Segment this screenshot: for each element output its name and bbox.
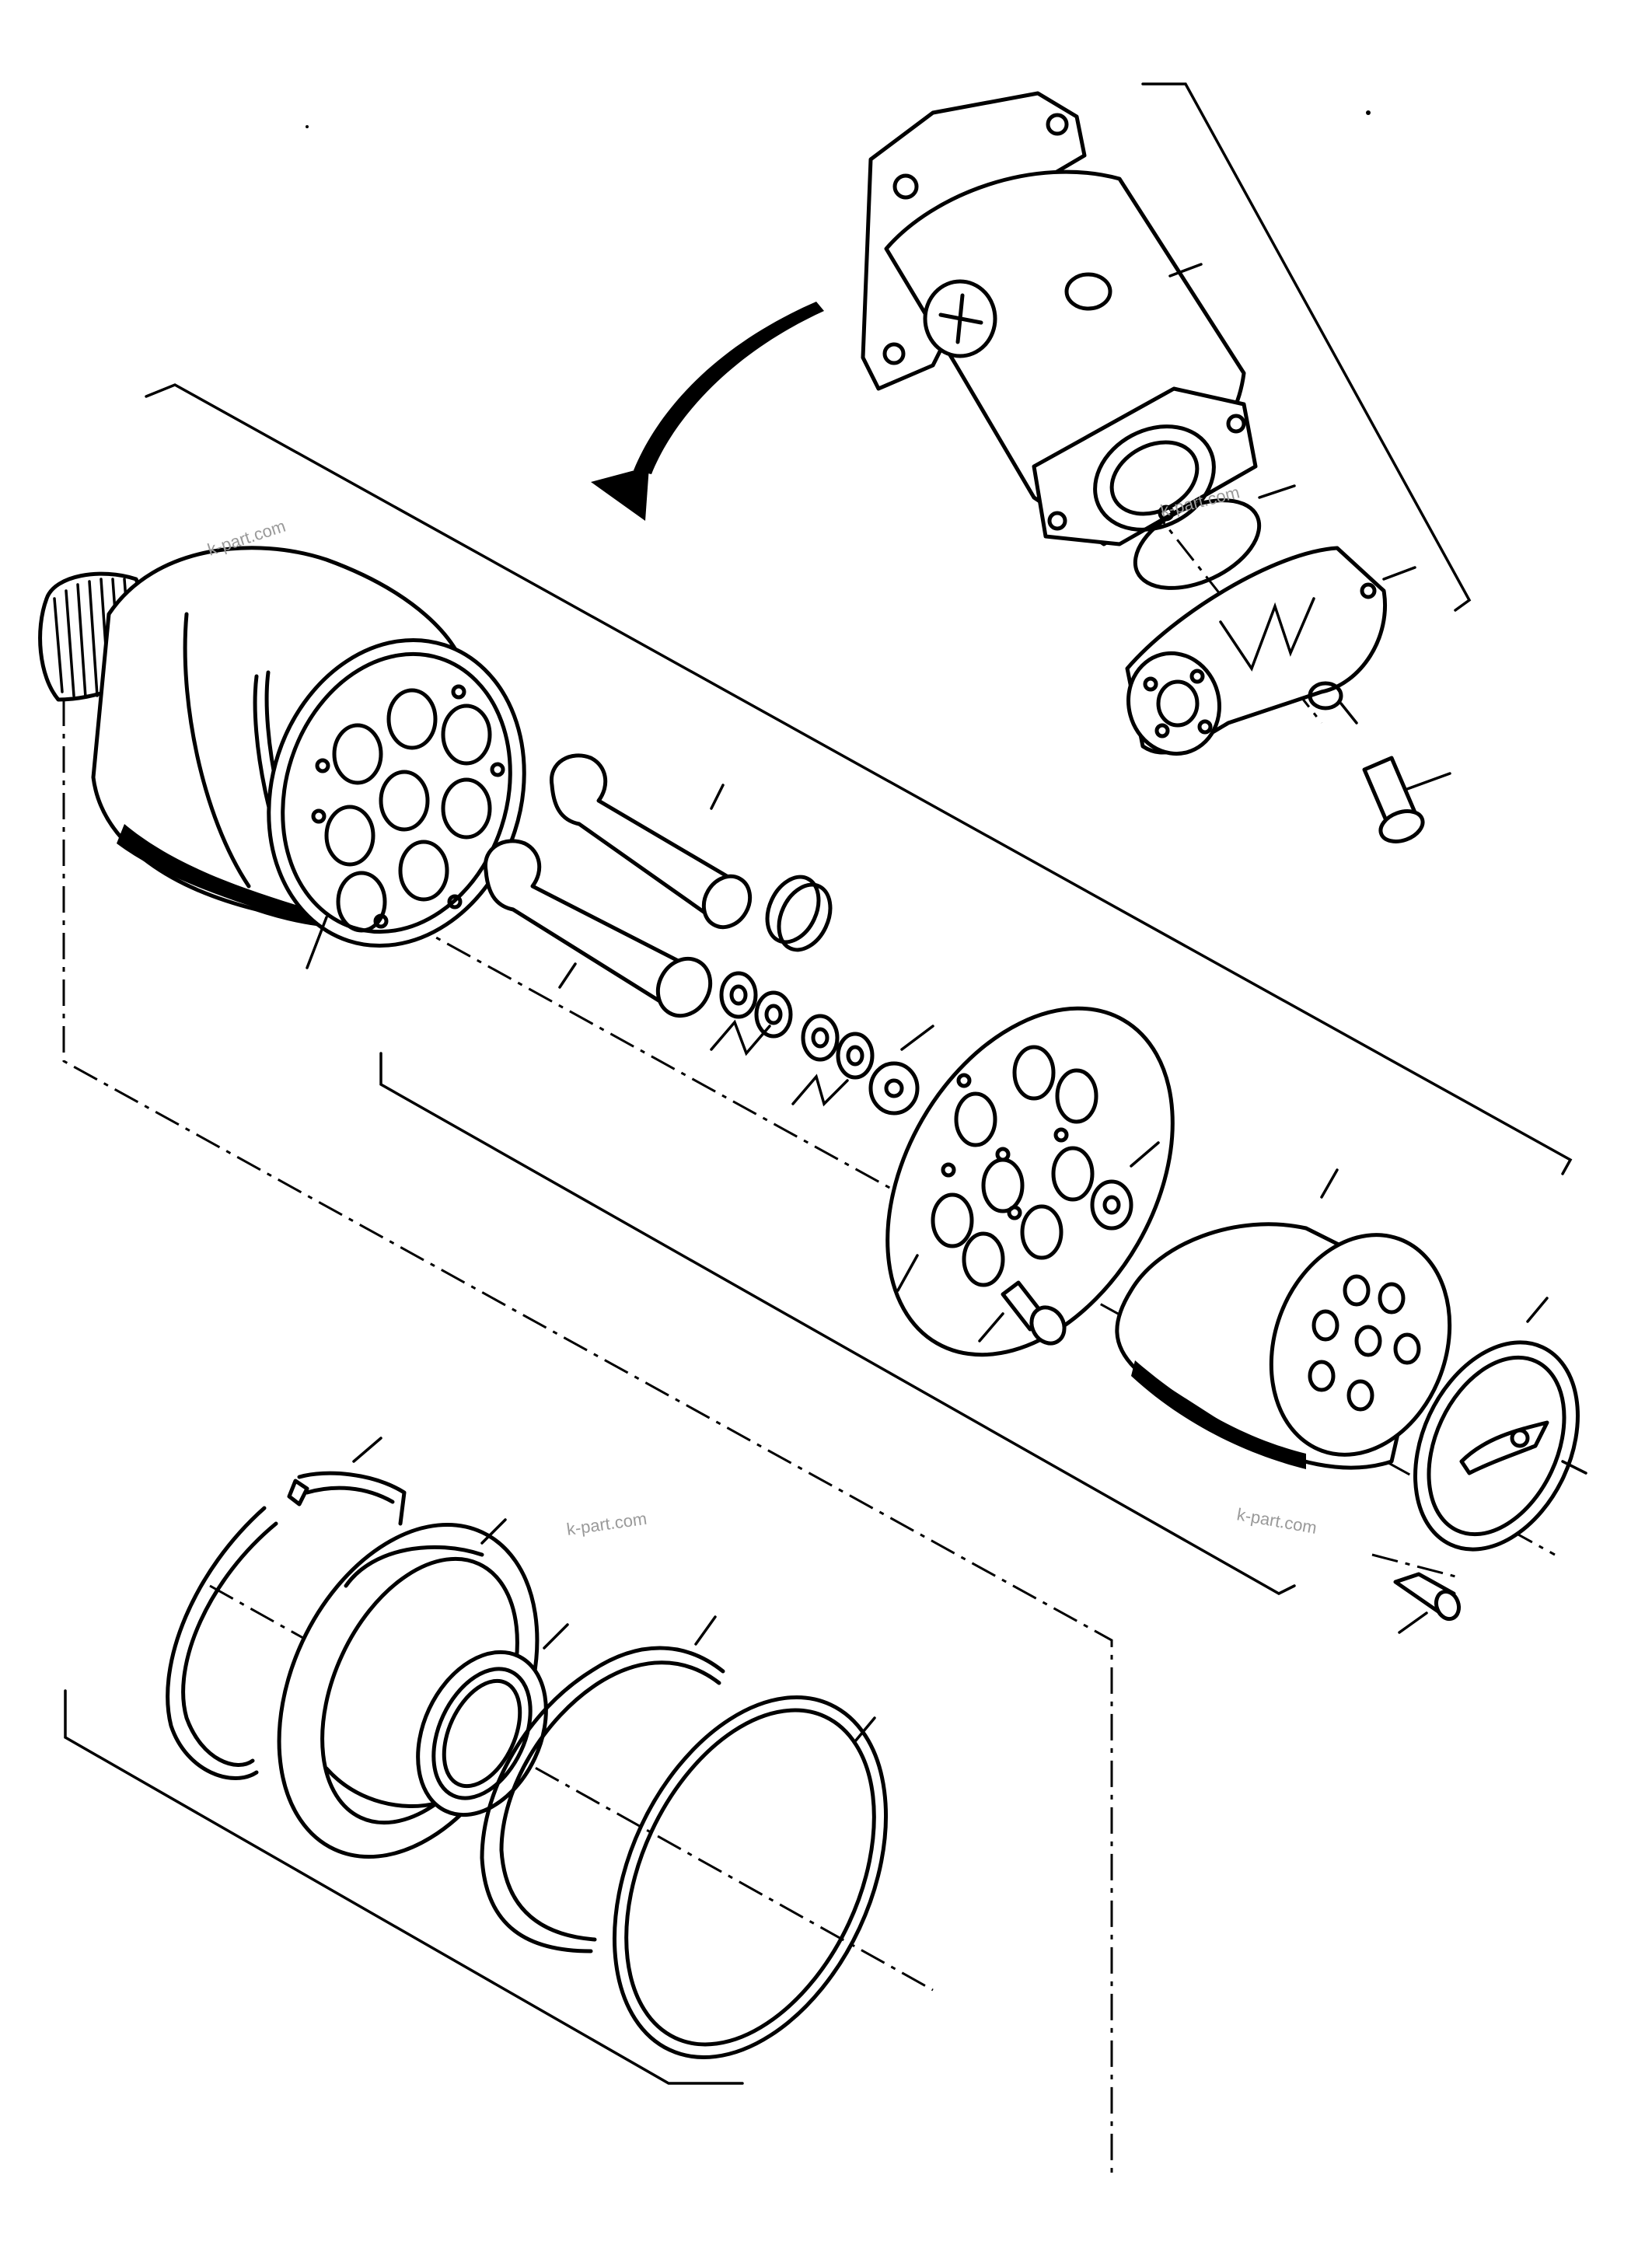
end-cover <box>1413 1297 1587 1552</box>
retainer-plate <box>885 1006 1175 1357</box>
locating-pin <box>1393 1572 1462 1634</box>
snap-ring <box>166 1437 407 1780</box>
assembly-direction-arrow <box>591 302 824 521</box>
retainer-washer <box>1090 1141 1160 1231</box>
speck <box>306 125 309 128</box>
housing-bolt <box>1362 756 1451 843</box>
port-block <box>1125 546 1416 756</box>
o-ring-large <box>612 1695 889 2060</box>
speck <box>1366 110 1371 115</box>
retaining-ring <box>480 1615 725 1953</box>
piston-rings <box>765 875 833 952</box>
washer-stack <box>710 971 875 1107</box>
cylinder-block <box>267 637 526 969</box>
retainer-screw <box>978 1280 1067 1346</box>
shaft-seal <box>416 1623 569 1817</box>
piston-lower <box>484 839 713 1018</box>
group-bracket-lines <box>64 82 1573 2085</box>
watermark-4: k-part.com <box>1235 1504 1318 1538</box>
valve-plate-drum <box>1115 1168 1452 1470</box>
watermark-3: k-part.com <box>565 1509 648 1539</box>
piston-upper <box>550 753 753 930</box>
housing-o-ring <box>1133 498 1262 590</box>
motor-housing <box>861 91 1258 546</box>
center-spacer <box>868 1025 934 1116</box>
